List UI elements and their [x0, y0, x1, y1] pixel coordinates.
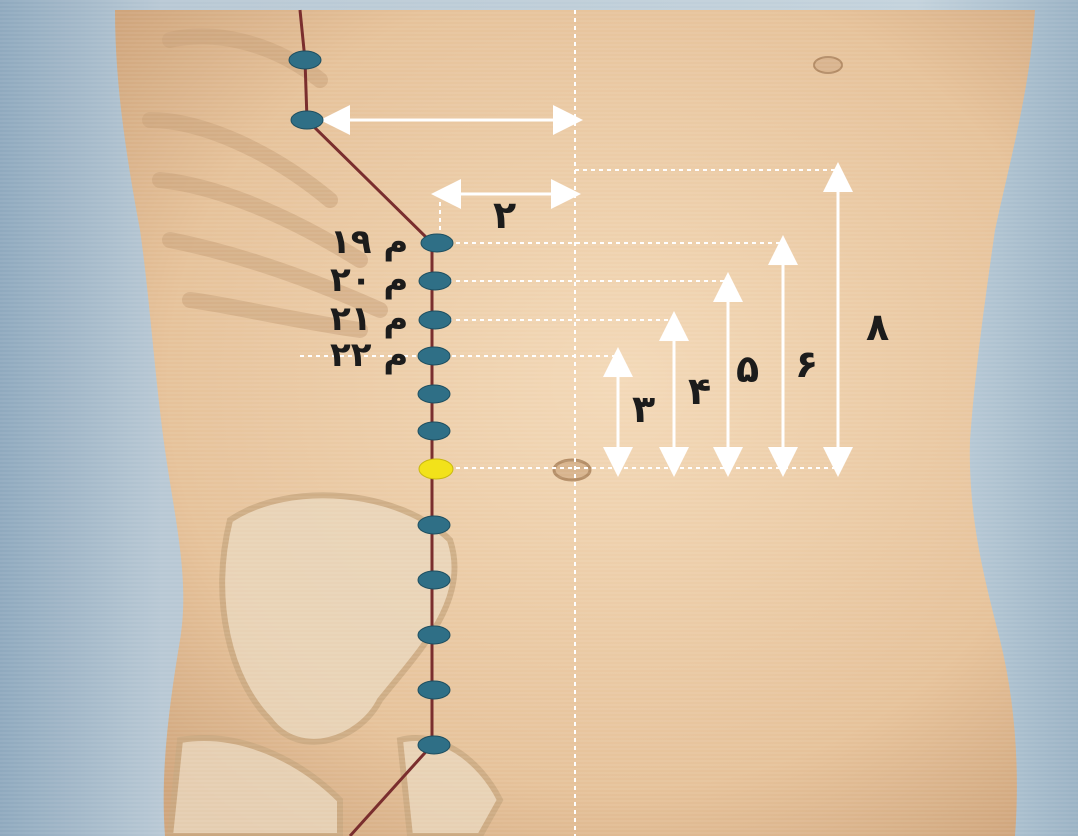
measure-5-label: ۵ [736, 350, 759, 388]
navel-point-icon [419, 459, 453, 479]
acupoint-dot-icon [289, 51, 321, 69]
acupoint-dot-icon [418, 516, 450, 534]
acupoint-dot-icon [418, 681, 450, 699]
acupoint-dot-icon [419, 272, 451, 290]
acupoint-dot-icon [291, 111, 323, 129]
acupoint-dot-icon [418, 347, 450, 365]
measure-6-label: ۶ [795, 345, 818, 383]
acupoint-dot-icon [418, 626, 450, 644]
acupoint-dot-icon [418, 385, 450, 403]
measure-8-label: ۸ [866, 308, 889, 346]
measure-3-label: ۳ [632, 390, 655, 428]
acupoint-dot-icon [418, 571, 450, 589]
acupoint-dot-icon [421, 234, 453, 252]
label-m22: م ۲۲ [330, 338, 408, 372]
acupoint-dot-icon [419, 311, 451, 329]
label-m19: م ۱۹ [330, 225, 408, 259]
measure-4-label: ۴ [688, 372, 711, 410]
measure-2-label: ۲ [493, 196, 516, 234]
acupoint-dot-icon [418, 422, 450, 440]
acupoint-dot-icon [418, 736, 450, 754]
label-m21: م ۲۱ [330, 302, 408, 336]
label-m20: م ۲۰ [330, 263, 408, 297]
